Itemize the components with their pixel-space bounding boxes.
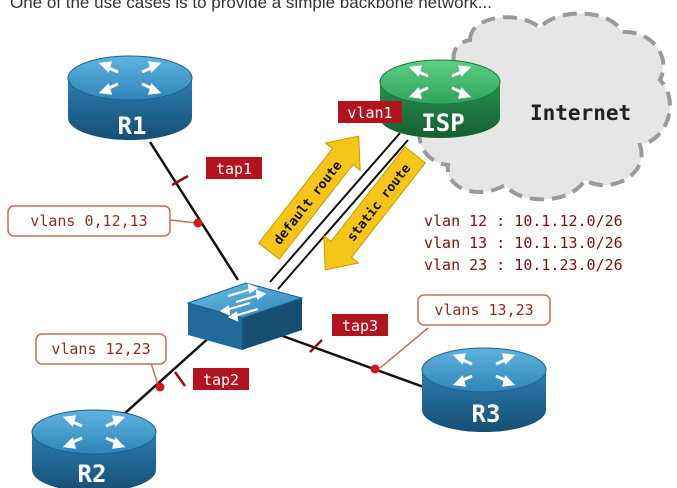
r2-label: R2 <box>78 460 107 488</box>
tag-tap1: tap1 <box>206 157 262 179</box>
callout-r1: vlans 0,12,13 <box>7 205 171 237</box>
callout-r1-text: vlans 0,12,13 <box>30 212 147 230</box>
callout-line-r1 <box>169 219 197 224</box>
router-r2[interactable]: R2 <box>31 409 157 488</box>
router-icon <box>98 61 162 95</box>
link-r1-switch <box>148 141 240 281</box>
tap1-label: tap1 <box>216 160 252 178</box>
switch[interactable] <box>186 282 304 350</box>
tag-vlan1: vlan1 <box>338 101 402 123</box>
caption-text: One of the use cases is to provide a sim… <box>10 0 492 12</box>
tap-markers <box>171 174 323 387</box>
tap-dot-r3 <box>370 364 380 374</box>
callout-r2-text: vlans 12,23 <box>51 340 150 358</box>
tap2-marker <box>173 371 187 387</box>
link-switch-r3 <box>279 333 433 392</box>
link-isp-switch-a <box>269 132 401 283</box>
tap-dot-r2 <box>155 382 165 392</box>
vlan-table-row: vlan 12 : 10.1.12.0/26 <box>424 212 623 230</box>
switch-icon <box>219 283 267 322</box>
vlan-table: vlan 12 : 10.1.12.0/26 vlan 13 : 10.1.13… <box>424 212 623 274</box>
callout-r3: vlans 13,23 <box>417 294 551 326</box>
default-route-label: default route <box>271 158 346 248</box>
tap3-marker <box>309 339 323 353</box>
cloud-icon <box>417 11 672 202</box>
tap-dot-r1 <box>193 218 203 228</box>
router-isp[interactable]: ISP <box>379 59 501 138</box>
router-r3[interactable]: R3 <box>421 347 547 432</box>
cloud-label: Internet <box>530 101 631 125</box>
tap3-label: tap3 <box>342 317 378 335</box>
router-icon <box>452 353 516 387</box>
tap1-marker <box>171 174 189 187</box>
r3-label: R3 <box>472 400 501 428</box>
tag-tap3: tap3 <box>332 314 388 336</box>
router-icon <box>408 65 472 99</box>
callout-line-r3 <box>379 327 429 369</box>
vlan-table-row: vlan 13 : 10.1.13.0/26 <box>424 234 623 252</box>
vlan-table-row: vlan 23 : 10.1.23.0/26 <box>424 256 623 274</box>
tag-tap2: tap2 <box>193 368 249 390</box>
tap2-label: tap2 <box>203 371 239 389</box>
vlan1-label: vlan1 <box>347 104 392 122</box>
callout-r3-text: vlans 13,23 <box>434 301 533 319</box>
isp-label: ISP <box>421 109 464 137</box>
router-icon <box>62 415 126 449</box>
router-r1[interactable]: R1 <box>67 55 193 140</box>
r1-label: R1 <box>118 112 147 140</box>
link-isp-switch-b <box>277 139 409 290</box>
callout-r2: vlans 12,23 <box>35 333 167 365</box>
